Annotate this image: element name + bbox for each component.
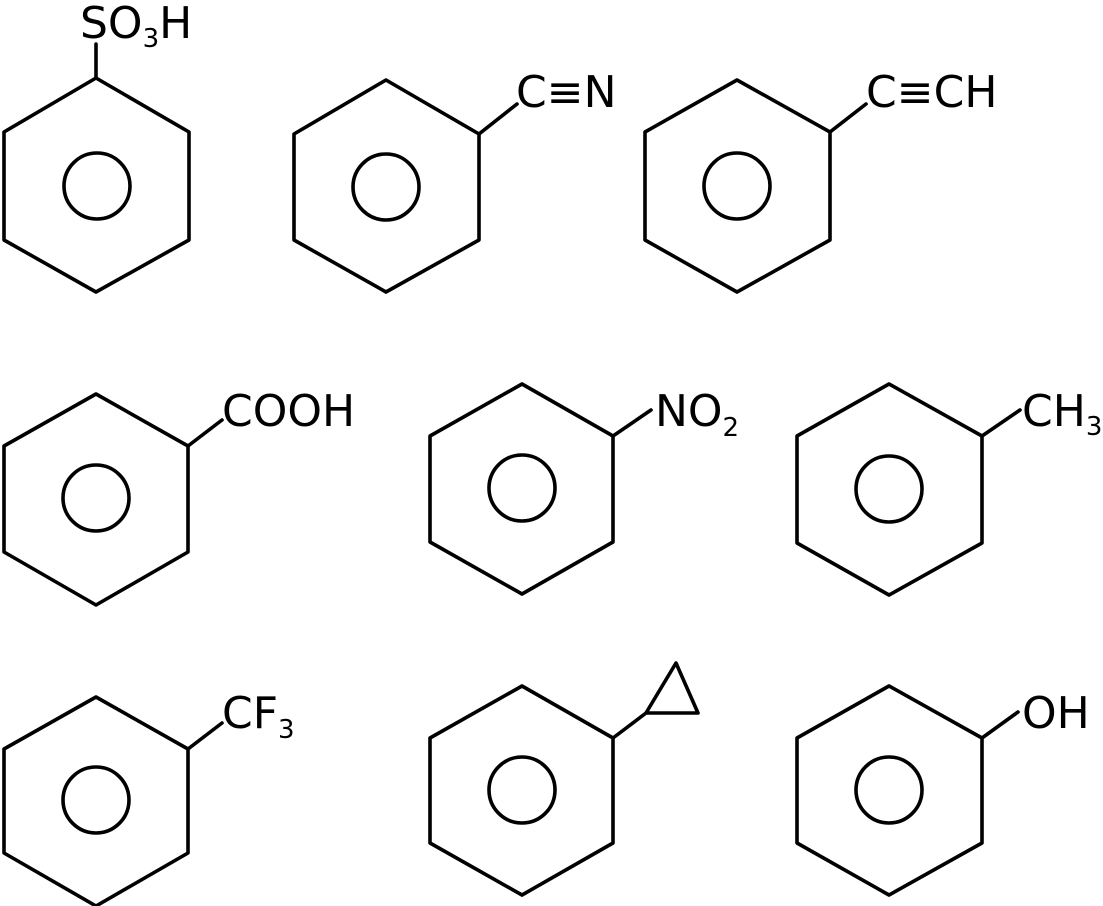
substituent-bond <box>477 102 519 136</box>
substituent-label: SO3H <box>80 0 192 54</box>
molecule-toluene: CH3 <box>795 382 1102 597</box>
aromatic-circle <box>487 453 557 523</box>
substituent-bond <box>980 710 1020 740</box>
aromatic-circle <box>702 151 772 221</box>
molecule-benzoic-acid: COOH <box>2 386 355 607</box>
substituent-bond <box>611 408 653 438</box>
molecule-phenol: OH <box>795 684 1090 897</box>
substituent-label: NO2 <box>655 386 739 443</box>
aromatic-circle <box>854 454 924 524</box>
aromatic-circle <box>61 765 131 835</box>
aromatic-circle <box>854 755 924 825</box>
benzene-ring <box>795 382 984 597</box>
aromatic-circle <box>487 755 557 825</box>
aromatic-circle <box>351 152 421 222</box>
substituent-bond <box>828 102 868 134</box>
benzene-ring <box>2 392 190 607</box>
cyclopropane-ring <box>644 661 700 715</box>
molecule-nitrobenzene: NO2 <box>428 382 739 596</box>
substituent-bond <box>186 721 224 751</box>
benzene-ring <box>292 78 481 294</box>
substituent-label: C≡N <box>516 67 617 118</box>
benzene-ring <box>643 78 832 294</box>
benzene-ring <box>428 382 615 596</box>
benzene-ring <box>2 695 190 906</box>
substituent-label: CH3 <box>1022 386 1102 442</box>
substituent-label: COOH <box>222 386 355 437</box>
substituent-bond <box>980 408 1022 438</box>
aromatic-circle <box>61 463 131 533</box>
molecule-phenylacetylene: C≡CH <box>643 67 997 294</box>
molecule-cyclopropylbenzene <box>428 661 700 897</box>
substituent-bond <box>186 418 224 448</box>
substituent-label: C≡CH <box>866 67 997 118</box>
substituent-label: OH <box>1022 688 1090 739</box>
molecule-benzonitrile: C≡N <box>292 67 617 294</box>
aromatic-circle <box>62 151 132 221</box>
benzene-ring <box>428 684 615 897</box>
substituent-label: CF3 <box>222 688 295 745</box>
benzene-ring <box>795 684 984 897</box>
molecule-trifluorotoluene: CF3 <box>2 688 295 906</box>
substituent-bond <box>611 711 648 740</box>
molecule-benzenesulfonic-acid: SO3H <box>2 0 192 294</box>
benzene-ring <box>2 76 191 294</box>
